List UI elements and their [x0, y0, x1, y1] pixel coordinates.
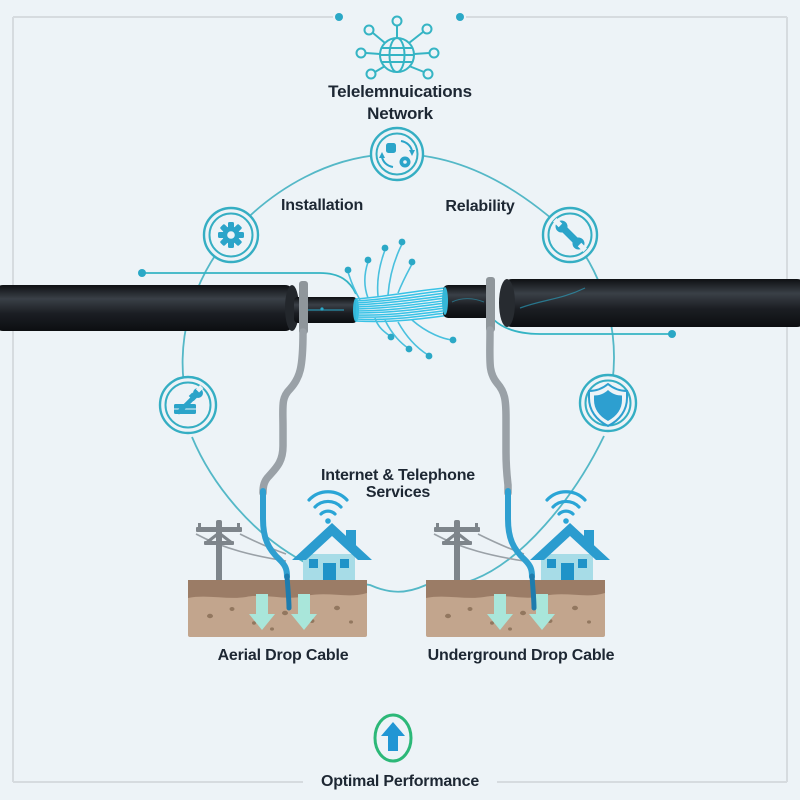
border-node-dot — [456, 13, 464, 21]
sync-icon — [369, 126, 425, 182]
underground-scene — [424, 490, 612, 639]
strand-end-dot — [668, 330, 676, 338]
tools-icon — [158, 375, 218, 435]
gear-icon — [202, 206, 260, 264]
installation-label: Installation — [280, 197, 364, 214]
services-label-line2: Services — [365, 484, 431, 501]
drop-wire-left — [259, 281, 308, 497]
drop-cable — [260, 488, 537, 611]
fiber-splice — [344, 238, 457, 360]
drop-wire-right — [486, 277, 512, 497]
distribution-cable-right — [442, 279, 800, 327]
underground-drop-cable-label: Underground Drop Cable — [427, 647, 615, 664]
reliability-label: Relability — [445, 198, 515, 215]
border-node-dot — [335, 13, 343, 21]
shield-icon — [578, 373, 638, 433]
fiber-breakout-strand — [142, 272, 672, 335]
up-arrow-icon — [373, 713, 413, 763]
aerial-drop-cable-label: Aerial Drop Cable — [217, 647, 349, 664]
optimal-performance-label: Optimal Performance — [320, 773, 480, 790]
strand-end-dot — [138, 269, 146, 277]
distribution-cable-left — [0, 285, 359, 331]
globe-network-icon — [355, 15, 440, 80]
page-border — [12, 16, 788, 783]
cycle-arc-lower — [191, 435, 605, 593]
diagram-title-line2: Network — [367, 104, 433, 123]
services-label-line1: Internet & Telephone — [321, 467, 475, 484]
wrench-icon — [541, 206, 599, 264]
diagram-title-line1: Telelemnuications — [328, 82, 472, 101]
